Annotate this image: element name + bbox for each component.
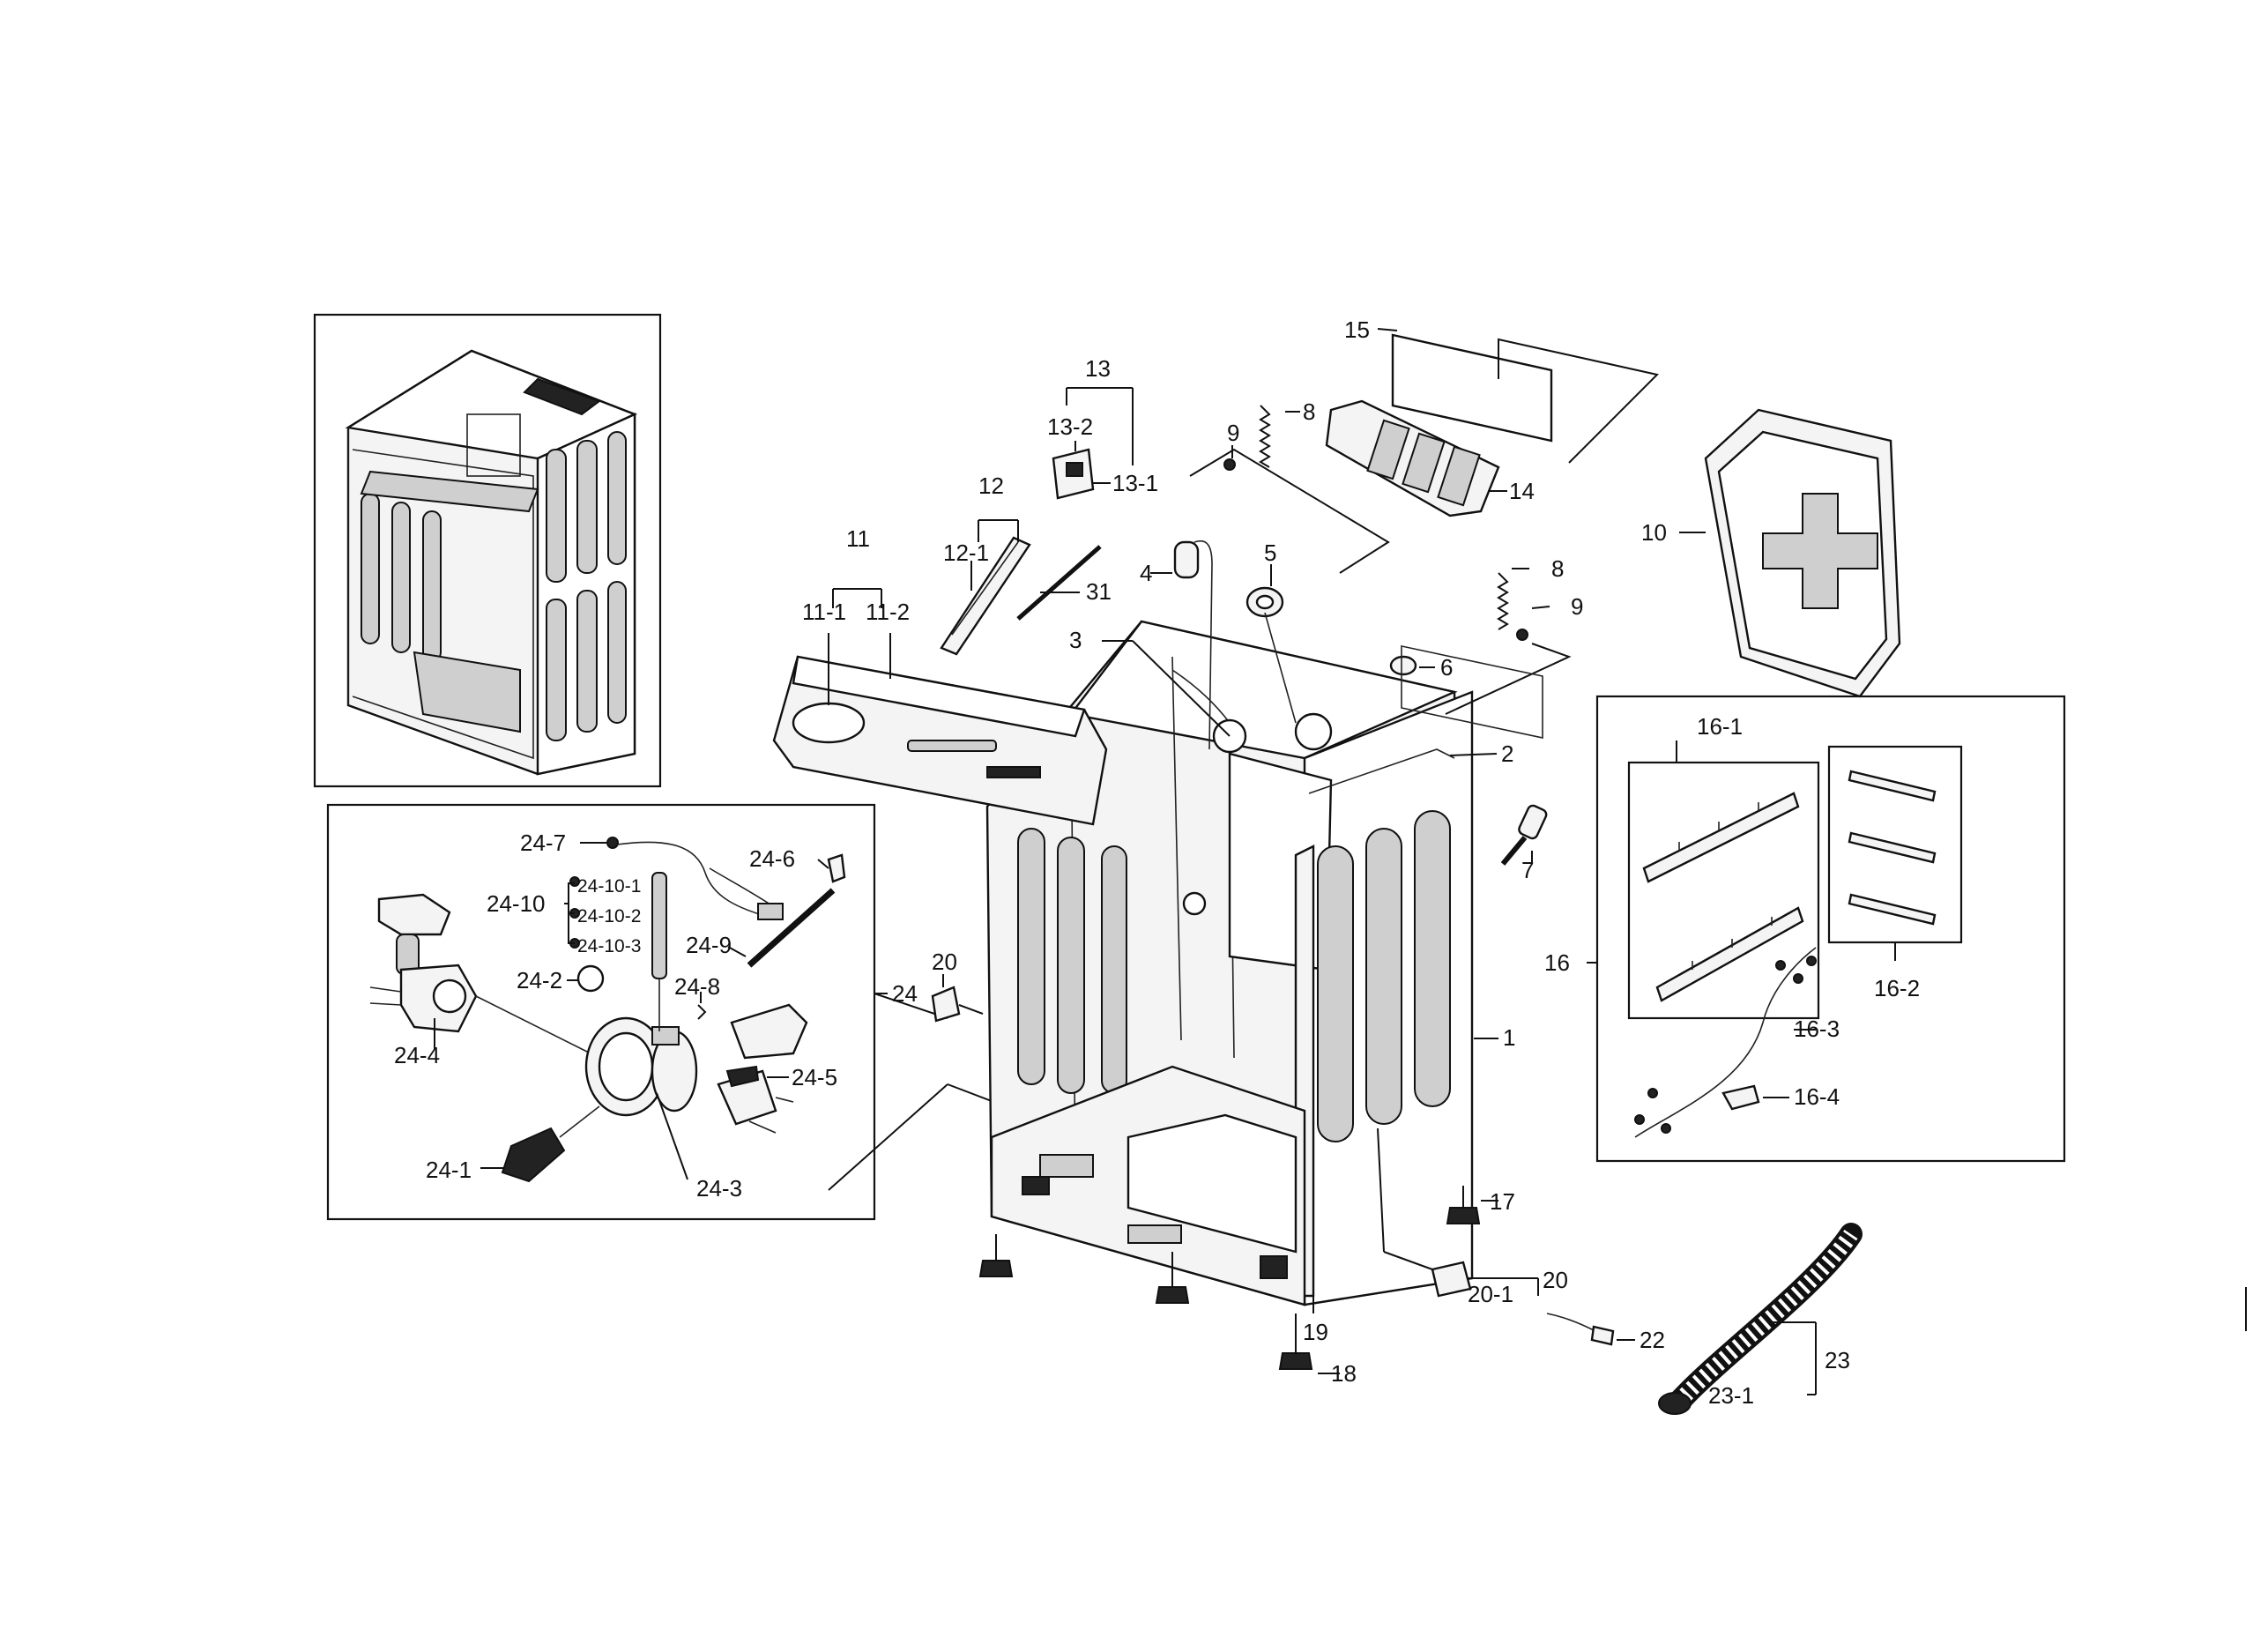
label-15: 15 bbox=[1344, 316, 1370, 343]
label-14: 14 bbox=[1509, 478, 1535, 504]
label-5: 5 bbox=[1264, 540, 1276, 566]
shock-absorber bbox=[1500, 804, 1548, 866]
small-fittings bbox=[1150, 540, 1435, 750]
label-24-4: 24-4 bbox=[394, 1042, 440, 1068]
label-24-9: 24-9 bbox=[686, 932, 732, 958]
callout-labels: 1 2 3 4 5 6 7 8 8 9 9 10 11 11-1 11-2 12… bbox=[394, 316, 1920, 1409]
assembled-cabinet-inset bbox=[313, 313, 662, 788]
top-brace bbox=[940, 519, 1102, 656]
label-20-right: 20 bbox=[1543, 1267, 1568, 1293]
label-24-5: 24-5 bbox=[792, 1064, 837, 1090]
label-22: 22 bbox=[1640, 1327, 1665, 1353]
label-13-1: 13-1 bbox=[1112, 470, 1158, 496]
label-12: 12 bbox=[978, 473, 1004, 499]
label-13-2: 13-2 bbox=[1047, 413, 1093, 440]
label-8-right: 8 bbox=[1551, 555, 1564, 582]
label-24-6: 24-6 bbox=[749, 845, 795, 872]
feet-and-accessories bbox=[931, 974, 1863, 1415]
label-12-1: 12-1 bbox=[943, 540, 989, 566]
label-24-8: 24-8 bbox=[674, 973, 720, 1000]
label-3: 3 bbox=[1069, 627, 1082, 653]
label-16: 16 bbox=[1544, 949, 1570, 976]
label-2: 2 bbox=[1501, 740, 1513, 767]
label-24-10-1: 24-10-1 bbox=[577, 876, 641, 897]
label-9-right: 9 bbox=[1571, 593, 1583, 620]
label-23: 23 bbox=[1825, 1347, 1850, 1373]
suspension-springs bbox=[1189, 405, 1572, 715]
label-18: 18 bbox=[1331, 1360, 1357, 1387]
label-10: 10 bbox=[1641, 519, 1667, 546]
wire-harness-detail-box bbox=[1587, 695, 2066, 1163]
label-20-1: 20-1 bbox=[1468, 1281, 1513, 1307]
door-gasket bbox=[1679, 408, 1901, 698]
label-19: 19 bbox=[1303, 1319, 1328, 1345]
label-20-left: 20 bbox=[932, 949, 957, 975]
label-31: 31 bbox=[1086, 578, 1112, 605]
label-24-10-2: 24-10-2 bbox=[577, 906, 641, 926]
label-16-2: 16-2 bbox=[1874, 975, 1920, 1001]
label-11-2: 11-2 bbox=[866, 599, 910, 625]
label-17: 17 bbox=[1490, 1188, 1515, 1215]
label-11-1: 11-1 bbox=[802, 599, 846, 625]
label-24: 24 bbox=[892, 980, 918, 1007]
label-24-1: 24-1 bbox=[426, 1157, 472, 1183]
label-11: 11 bbox=[846, 525, 870, 552]
label-24-10: 24-10 bbox=[487, 890, 546, 917]
label-16-3: 16-3 bbox=[1794, 1016, 1840, 1042]
detergent-dispenser bbox=[1325, 328, 1659, 739]
control-panel-frame bbox=[772, 588, 1108, 826]
label-16-1: 16-1 bbox=[1697, 713, 1743, 740]
label-6: 6 bbox=[1440, 654, 1453, 681]
label-24-10-3: 24-10-3 bbox=[577, 936, 641, 956]
label-7: 7 bbox=[1521, 857, 1534, 883]
label-23-1: 23-1 bbox=[1708, 1382, 1754, 1409]
drain-pump-detail-box bbox=[326, 803, 1134, 1221]
door-lock bbox=[1052, 387, 1134, 500]
label-4: 4 bbox=[1140, 560, 1152, 586]
label-8-top: 8 bbox=[1303, 398, 1315, 425]
label-13: 13 bbox=[1085, 355, 1111, 382]
label-16-4: 16-4 bbox=[1794, 1083, 1840, 1110]
label-1: 1 bbox=[1503, 1024, 1515, 1051]
cabinet-assembly bbox=[985, 620, 1498, 1306]
label-24-7: 24-7 bbox=[520, 830, 566, 856]
label-24-2: 24-2 bbox=[517, 967, 562, 993]
label-9-top: 9 bbox=[1227, 420, 1239, 446]
label-24-3: 24-3 bbox=[696, 1175, 742, 1202]
